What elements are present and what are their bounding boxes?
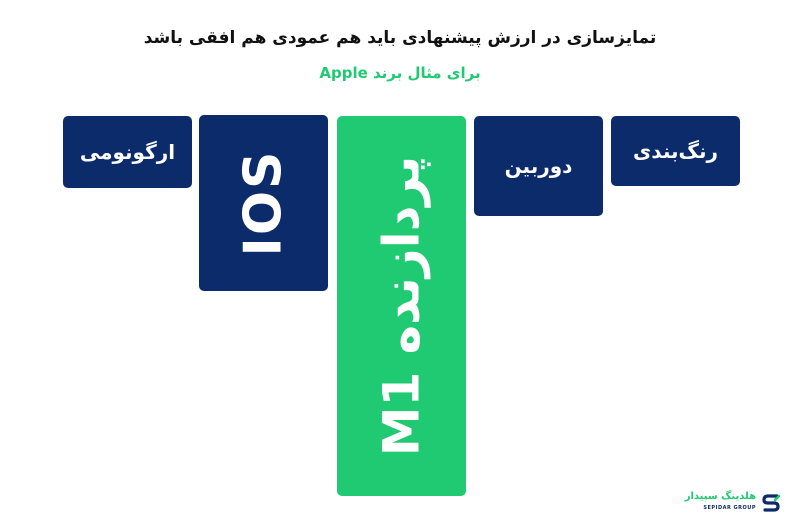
diagram-title: تمایزسازی در ارزش پیشنهادی باید هم عمودی… [143, 28, 657, 48]
ios-block: IOS [199, 115, 328, 291]
logo-text-fa: هلدینگ سپیدار [684, 491, 756, 502]
processor-m1-block: پردازنده M1 [337, 116, 466, 496]
camera-label: دوربین [504, 154, 573, 178]
ergonomics-label: ارگونومی [79, 140, 176, 164]
camera-block: دوربین [474, 116, 603, 216]
ergonomics-block: ارگونومی [63, 116, 192, 188]
coloring-block: رنگ‌بندی [611, 116, 740, 186]
ios-label: IOS [233, 149, 294, 257]
processor-m1-label: پردازنده M1 [372, 155, 431, 457]
coloring-label: رنگ‌بندی [632, 139, 719, 163]
logo-text-en: SEPIDAR GROUP [703, 505, 756, 511]
diagram-subtitle: برای مثال برند Apple [319, 64, 481, 82]
sepidar-logo: هلدینگ سپیدار SEPIDAR GROUP [684, 490, 782, 516]
sepidar-logo-icon [762, 494, 781, 512]
